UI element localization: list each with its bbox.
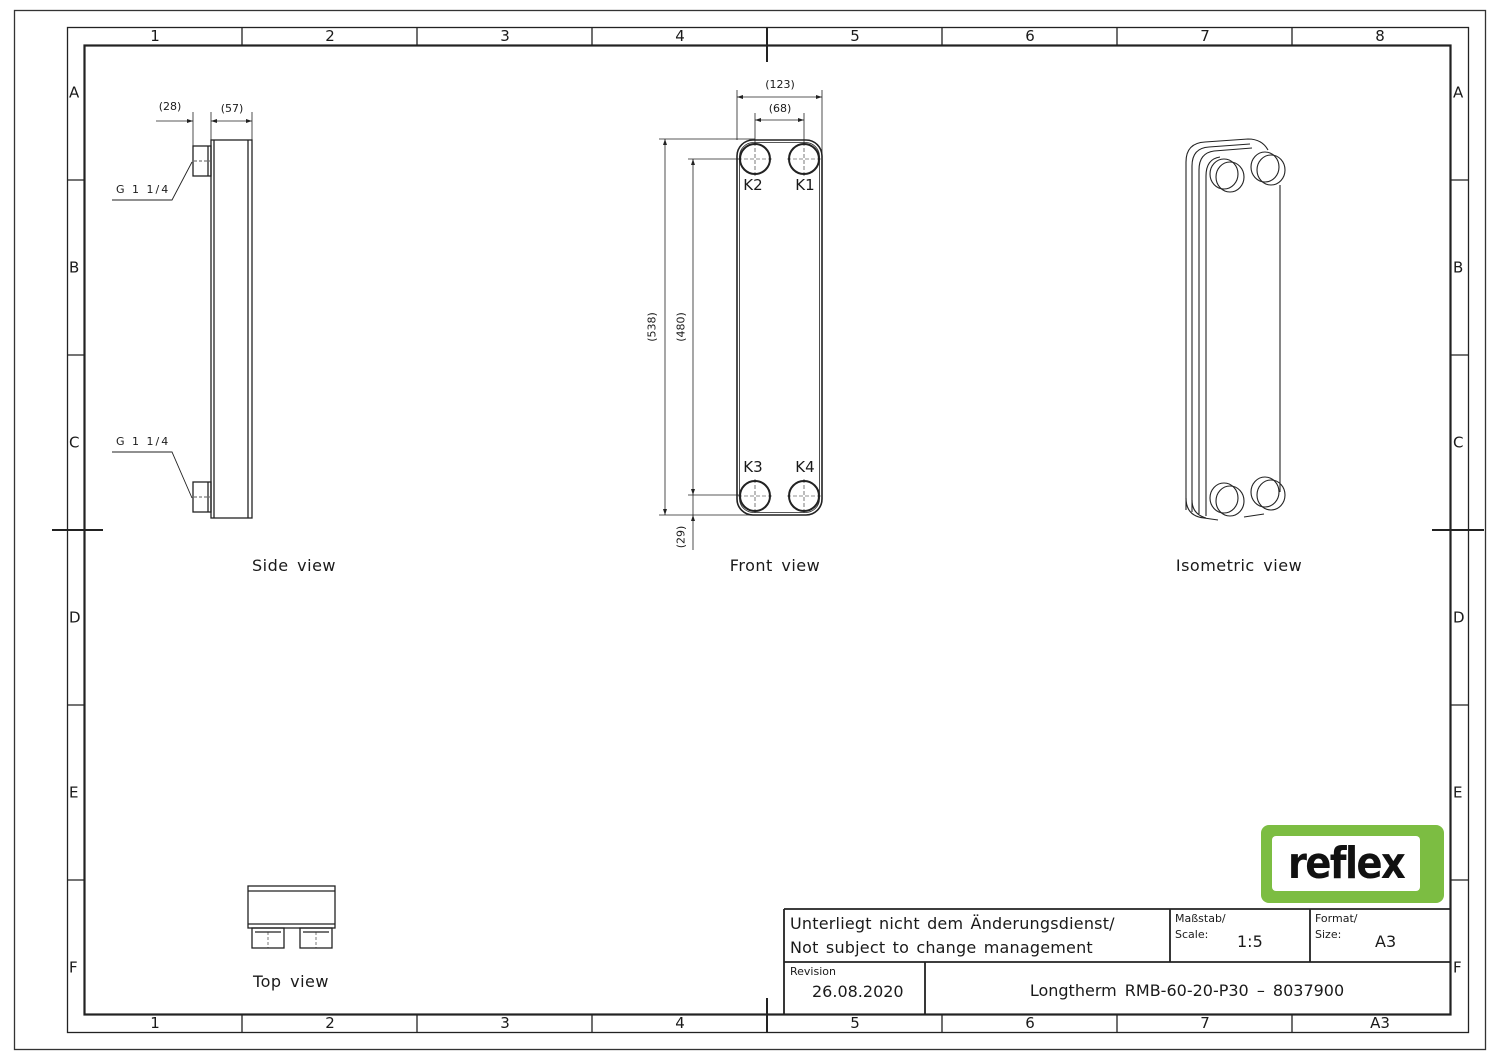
logo-text: reflex [1287, 838, 1406, 889]
title-block-lines [783, 908, 1450, 1014]
drawing-frame [83, 44, 1452, 1016]
port-label-k4: K4 [795, 458, 815, 476]
dimension-port-spacing-vertical: (480) [674, 312, 688, 342]
revision-date: 26.08.2020 [812, 982, 904, 1001]
view-label-isometric: Isometric view [1175, 556, 1303, 575]
dimension-overall-width: (123) [765, 78, 795, 91]
column-label: 5 [850, 27, 860, 45]
scale-label-german: Maßstab/ [1175, 912, 1226, 925]
row-label: E [1453, 783, 1463, 802]
port-label-k2: K2 [743, 176, 763, 194]
column-label: 2 [325, 1014, 335, 1032]
dimension-overall-height: (538) [645, 312, 659, 342]
column-label: 3 [500, 1014, 510, 1032]
row-label: C [69, 433, 80, 452]
row-ticks-left [52, 179, 103, 881]
row-label: E [69, 783, 79, 802]
column-ticks-top [241, 28, 1293, 62]
column-label: 6 [1025, 1014, 1035, 1032]
isometric-view-drawing [1185, 138, 1286, 521]
front-view-drawing [659, 90, 823, 550]
port-label-k1: K1 [795, 176, 815, 194]
logo-inner: reflex [1272, 836, 1420, 891]
side-view-drawing [112, 112, 253, 519]
scale-label-english: Scale: [1175, 928, 1209, 941]
grid-border [66, 26, 1470, 1034]
column-label: 2 [325, 27, 335, 45]
column-label: 1 [150, 1014, 160, 1032]
port-label-k3: K3 [743, 458, 763, 476]
column-label: 5 [850, 1014, 860, 1032]
row-label: D [69, 608, 81, 627]
dimension-connection-length: (28) [158, 100, 182, 113]
scale-value: 1:5 [1237, 932, 1263, 951]
size-label-german: Format/ [1315, 912, 1358, 925]
thread-callout-top: G 1 1/4 [116, 183, 171, 196]
row-label: B [69, 258, 80, 277]
size-value: A3 [1375, 932, 1397, 951]
column-label: 7 [1200, 1014, 1210, 1032]
column-label: 4 [675, 1014, 685, 1032]
column-label: 3 [500, 27, 510, 45]
dimension-port-offset: (29) [674, 525, 688, 549]
dimension-port-spacing-horizontal: (68) [768, 102, 792, 115]
top-view-drawing [247, 885, 336, 949]
outer-border [13, 9, 1487, 1051]
row-label: F [69, 958, 78, 977]
row-label: A [1453, 83, 1464, 102]
row-ticks-right [1432, 179, 1484, 881]
thread-callout-bottom: G 1 1/4 [116, 435, 171, 448]
view-label-front: Front view [729, 556, 821, 575]
reflex-logo: reflex [1261, 825, 1444, 903]
change-note-german: Unterliegt nicht dem Änderungsdienst/ [790, 914, 1115, 933]
column-label: A3 [1370, 1014, 1390, 1032]
column-label: 4 [675, 27, 685, 45]
row-label: D [1453, 608, 1465, 627]
column-label: 1 [150, 27, 160, 45]
column-ticks-bottom [241, 998, 1293, 1032]
column-label: 6 [1025, 27, 1035, 45]
row-label: C [1453, 433, 1464, 452]
view-label-top: Top view [253, 972, 329, 991]
size-label-english: Size: [1315, 928, 1342, 941]
column-label: 8 [1375, 27, 1385, 45]
change-note-english: Not subject to change management [790, 938, 1093, 957]
revision-label: Revision [790, 965, 836, 978]
column-label: 7 [1200, 27, 1210, 45]
dimension-body-depth: (57) [220, 102, 244, 115]
row-label: A [69, 83, 80, 102]
view-label-side: Side view [251, 556, 337, 575]
drawing-title: Longtherm RMB-60-20-P30 – 8037900 [1029, 981, 1345, 1000]
row-label: F [1453, 958, 1462, 977]
row-label: B [1453, 258, 1464, 277]
